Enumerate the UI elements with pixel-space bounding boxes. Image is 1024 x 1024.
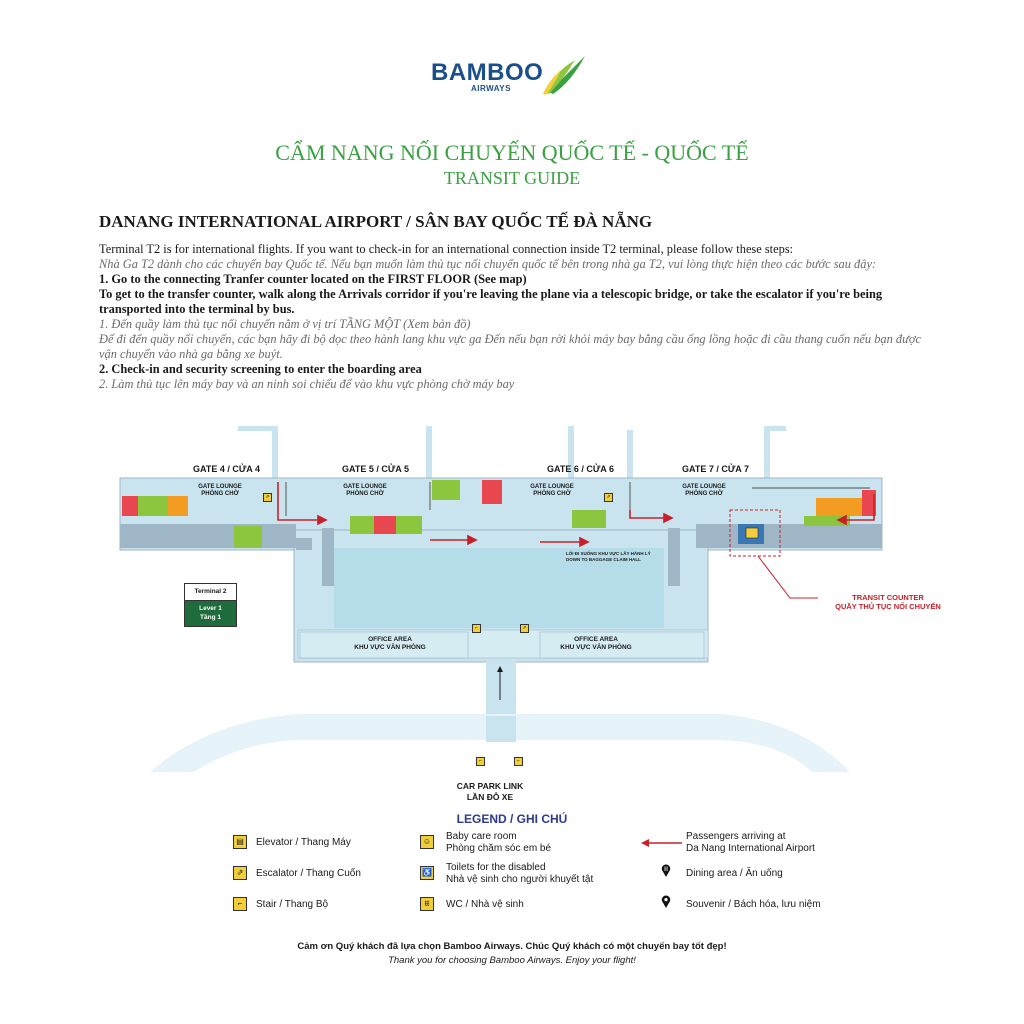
car-park-structure	[150, 714, 850, 772]
legend-dining: Dining area / Ăn uống	[686, 868, 783, 879]
legend-stair: Stair / Thang Bộ	[256, 899, 329, 910]
jet-bridges	[238, 426, 786, 482]
step1-detail-en: To get to the transfer counter, walk alo…	[99, 287, 883, 316]
legend-elevator: Elevator / Thang Máy	[256, 837, 351, 848]
disabled-toilet-icon: ♿	[420, 866, 434, 880]
step1-vn: 1. Đến quầy làm thủ tục nối chuyến nằm ở…	[99, 317, 471, 331]
stair-icon: ⌐	[472, 624, 481, 633]
step1-en: 1. Go to the connecting Tranfer counter …	[99, 272, 527, 286]
footer-english: Thank you for choosing Bamboo Airways. E…	[388, 955, 636, 966]
title-english: TRANSIT GUIDE	[443, 168, 581, 188]
arrow-red-icon	[641, 839, 682, 847]
corridor-left	[120, 524, 296, 548]
airport-title: DANANG INTERNATIONAL AIRPORT / SÂN BAY Q…	[99, 212, 653, 231]
logo-sub: AIRWAYS	[471, 84, 511, 93]
terminal-floorplan	[119, 426, 883, 772]
step1-detail-vn: Để đi đến quầy nối chuyến, các bạn hãy đ…	[99, 332, 921, 361]
stair-icon: ⌐	[476, 757, 485, 766]
gate-4-label: GATE 4 / CỬA 4	[193, 464, 260, 474]
intro-en: Terminal T2 is for international flights…	[99, 242, 794, 256]
stair-icon: ⌐	[514, 757, 523, 766]
souvenir-pin-icon	[661, 895, 671, 908]
bamboo-leaf-icon	[543, 56, 585, 95]
step2-vn: 2. Làm thủ tục lên máy bay và an ninh so…	[99, 377, 515, 391]
dining-pin-icon	[661, 864, 671, 877]
gate-7-label: GATE 7 / CỬA 7	[682, 464, 749, 474]
hall-void	[334, 548, 664, 628]
logo-word: BAMBOO	[431, 59, 544, 86]
terminal-label: Terminal 2	[185, 584, 236, 601]
arrival-arrows	[277, 482, 875, 548]
elevator-icon: ▤	[233, 835, 247, 849]
baby-care-icon: ☺	[420, 835, 434, 849]
legend-title: LEGEND / GHI CHÚ	[456, 812, 568, 826]
step2-en: 2. Check-in and security screening to en…	[99, 362, 422, 376]
footer-vietnamese: Cảm ơn Quý khách đã lựa chọn Bamboo Airw…	[297, 941, 727, 952]
terminal-map: ⇗ ⇗ ⌐ ⇗ ⌐ ⌐ GATE 4 / CỬA 4 GATE 5 / CỬA …	[0, 420, 1024, 820]
legend-souvenir: Souvenir / Bách hóa, lưu niệm	[686, 899, 821, 910]
legend-escalator: Escalator / Thang Cuốn	[256, 868, 361, 879]
escalator-icon: ⇗	[520, 624, 529, 633]
title-vietnamese: CẨM NANG NỐI CHUYẾN QUỐC TẾ - QUỐC TẾ	[275, 140, 749, 165]
gate-6-label: GATE 6 / CỬA 6	[547, 464, 614, 474]
transit-counter-box	[729, 509, 781, 557]
intro-vn: Nhà Ga T2 dành cho các chuyến bay Quốc t…	[99, 257, 877, 271]
escalator-icon: ⇗	[604, 493, 613, 502]
instructions: Terminal T2 is for international flights…	[99, 242, 929, 392]
wc-icon: ŧŧ	[420, 897, 434, 911]
gate-5-label: GATE 5 / CỬA 5	[342, 464, 409, 474]
legend-wc: WC / Nhà vệ sinh	[446, 899, 524, 910]
escalator-icon: ⇗	[233, 866, 247, 880]
stair-icon: ⌐	[233, 897, 247, 911]
escalator-icon: ⇗	[263, 493, 272, 502]
corridor-right	[696, 524, 882, 548]
bamboo-airways-logo: BAMBOO AIRWAYS	[425, 52, 595, 98]
